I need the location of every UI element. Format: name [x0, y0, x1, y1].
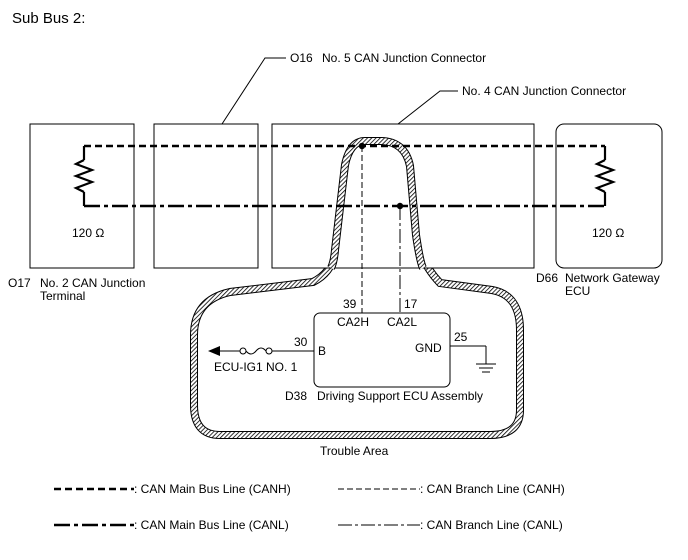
pin-39-number: 39	[343, 297, 357, 311]
left-terminating-resistor	[72, 146, 96, 206]
legend-main-canh-label: : CAN Main Bus Line (CANH)	[134, 482, 291, 496]
ground-icon	[450, 345, 496, 373]
pin-ca2h-label: CA2H	[337, 315, 370, 329]
left-resistor-value: 120 Ω	[72, 226, 105, 240]
d38-code-label: D38	[285, 389, 308, 403]
d66-name-line2: ECU	[565, 284, 591, 298]
o17-code-label: O17	[8, 276, 31, 290]
d66-gateway-ecu-box	[555, 123, 663, 269]
o16-junction-connector-box	[153, 123, 259, 269]
o16-name-label: No. 5 CAN Junction Connector	[322, 51, 487, 65]
pin-b-label: B	[318, 344, 327, 358]
pin-ca2l-label: CA2L	[387, 315, 418, 329]
legend-branch-canl-label: : CAN Branch Line (CANL)	[420, 518, 563, 532]
right-terminating-resistor	[593, 146, 617, 206]
no4-name-label: No. 4 CAN Junction Connector	[462, 84, 627, 98]
pin-17-number: 17	[404, 297, 418, 311]
d66-name-line1: Network Gateway	[565, 271, 660, 285]
legend-branch-canh-label: : CAN Branch Line (CANH)	[420, 482, 565, 496]
pin-25-number: 25	[454, 330, 468, 344]
fuse-label: ECU-IG1 NO. 1	[214, 360, 298, 374]
d66-code-label: D66	[536, 271, 559, 285]
d38-driving-support-ecu-box	[313, 312, 451, 388]
trouble-area-label: Trouble Area	[320, 444, 389, 458]
pin-gnd-label: GND	[415, 341, 442, 355]
d38-name-label: Driving Support ECU Assembly	[317, 389, 484, 403]
right-resistor-value: 120 Ω	[592, 226, 625, 240]
page-title: Sub Bus 2:	[12, 10, 86, 27]
pin-30-number: 30	[294, 335, 308, 349]
o17-name-line2: Terminal	[40, 289, 86, 303]
o16-code-label: O16	[290, 51, 313, 65]
fuse-power-line	[220, 347, 314, 355]
power-arrow-icon	[208, 346, 220, 356]
legend-main-canl-label: : CAN Main Bus Line (CANL)	[134, 518, 289, 532]
o16-leader-line	[221, 57, 286, 125]
no4-leader-line	[397, 90, 458, 125]
o17-junction-terminal-box	[29, 123, 135, 269]
o17-name-line1: No. 2 CAN Junction	[40, 276, 146, 290]
